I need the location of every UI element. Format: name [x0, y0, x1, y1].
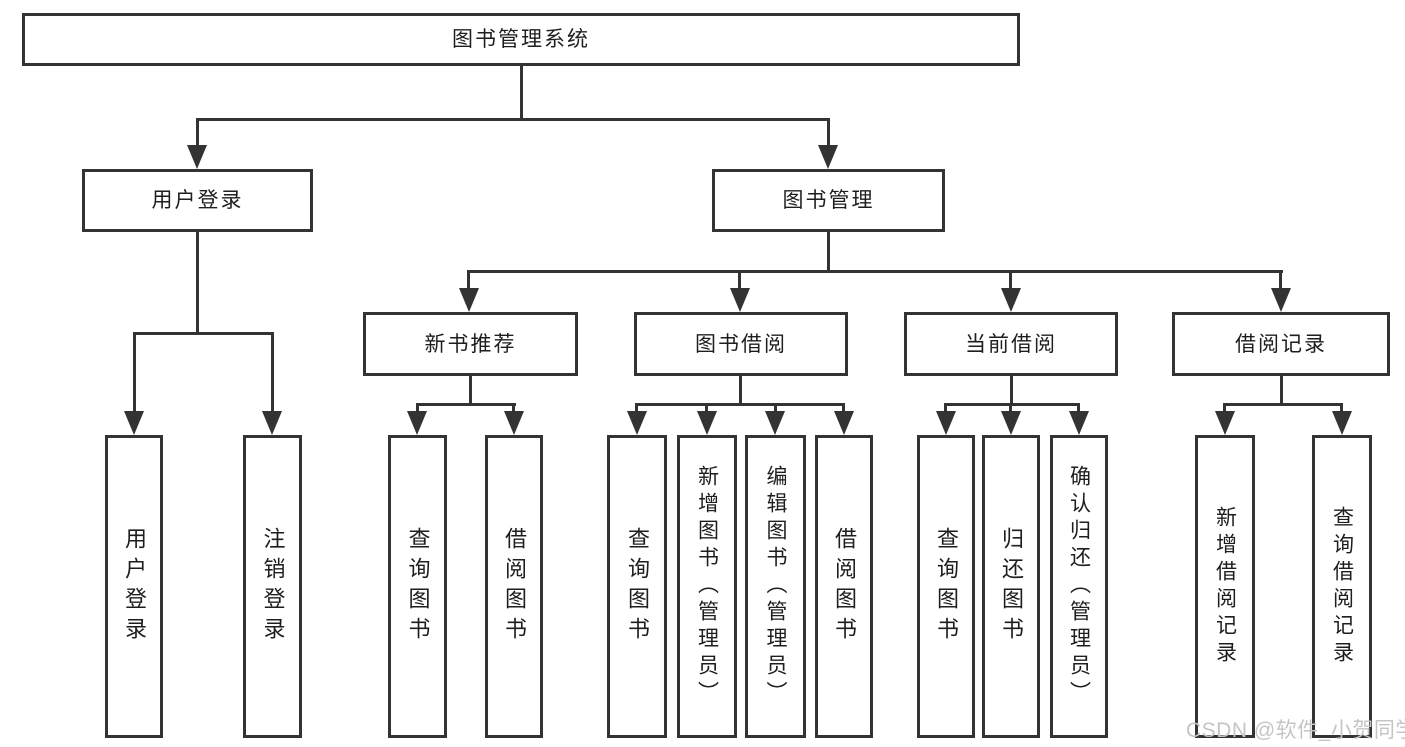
leaf-current-return: 归还图书 [982, 435, 1040, 738]
node-new-book: 新书推荐 [363, 312, 578, 376]
connector-stem-cb-confirm [1077, 403, 1080, 413]
arrowhead-cb-confirm [1069, 411, 1089, 435]
connector-book-borrow-rail [635, 403, 845, 406]
arrowhead-new-book [459, 288, 479, 312]
node-borrow-record: 借阅记录 [1172, 312, 1390, 376]
connector-new-book-stub [469, 374, 472, 405]
connector-stem-bb-add [705, 403, 708, 413]
leaf-current-query-label: 查询图书 [934, 526, 959, 647]
connector-stem-user-login [196, 118, 199, 147]
connector-stem-br-query [1340, 403, 1343, 413]
connector-book-mgmt-stub [827, 230, 830, 272]
arrowhead-book-borrow [730, 288, 750, 312]
leaf-current-confirm-label: 确认归还（管理员） [1067, 465, 1091, 708]
leaf-user-login-label: 用户登录 [122, 526, 147, 647]
node-book-mgmt: 图书管理 [712, 169, 945, 232]
leaf-current-confirm: 确认归还（管理员） [1050, 435, 1108, 738]
leaf-current-return-label: 归还图书 [999, 526, 1024, 647]
arrowhead-newbook-borrow [504, 411, 524, 435]
connector-borrow-record-stub [1280, 374, 1283, 405]
leaf-borrow-query-label: 查询图书 [625, 526, 650, 647]
connector-current-borrow-stub [1010, 374, 1013, 405]
connector-stem-leaf-logout [271, 332, 274, 413]
connector-stem-cb-return [1009, 403, 1012, 413]
arrowhead-bb-add [697, 411, 717, 435]
connector-user-login-stub [196, 230, 199, 334]
connector-stem-new-book [467, 270, 470, 290]
leaf-user-login: 用户登录 [105, 435, 163, 738]
leaf-record-add: 新增借阅记录 [1195, 435, 1255, 738]
leaf-newbook-query: 查询图书 [388, 435, 447, 738]
leaf-newbook-borrow: 借阅图书 [485, 435, 543, 738]
arrowhead-bb-borrow [834, 411, 854, 435]
leaf-borrow-edit: 编辑图书（管理员） [745, 435, 806, 738]
connector-level3-rail [467, 270, 1283, 273]
connector-stem-borrow-record [1279, 270, 1282, 290]
connector-level2-rail [196, 118, 830, 121]
arrowhead-bb-query [627, 411, 647, 435]
arrowhead-bb-edit [765, 411, 785, 435]
node-book-borrow: 图书借阅 [634, 312, 848, 376]
arrowhead-br-query [1332, 411, 1352, 435]
connector-stem-book-borrow [738, 270, 741, 290]
csdn-watermark: CSDN @软件_小贺同学 [1186, 719, 1405, 742]
node-user-login-label: 用户登录 [151, 189, 244, 212]
node-borrow-record-label: 借阅记录 [1235, 332, 1327, 356]
connector-borrow-record-rail [1223, 403, 1343, 406]
leaf-borrow-query: 查询图书 [607, 435, 667, 738]
connector-stem-newbook-query [416, 403, 419, 413]
arrowhead-borrow-record [1271, 288, 1291, 312]
node-user-login: 用户登录 [82, 169, 313, 232]
connector-root-stub [520, 64, 523, 121]
arrowhead-current-borrow [1001, 288, 1021, 312]
leaf-record-query-label: 查询借阅记录 [1330, 505, 1354, 668]
node-new-book-label: 新书推荐 [424, 332, 517, 356]
connector-stem-bb-edit [774, 403, 777, 413]
node-book-borrow-label: 图书借阅 [695, 332, 787, 356]
connector-stem-leaf-user-login [133, 332, 136, 413]
leaf-newbook-query-label: 查询图书 [405, 526, 431, 647]
connector-stem-br-add [1223, 403, 1226, 413]
connector-stem-current-borrow [1009, 270, 1012, 290]
arrowhead-book-mgmt [818, 145, 838, 169]
connector-user-login-rail [133, 332, 274, 335]
node-root: 图书管理系统 [22, 13, 1020, 66]
connector-stem-bb-borrow [842, 403, 845, 413]
node-book-mgmt-label: 图书管理 [782, 189, 875, 212]
arrowhead-leaf-user-login [124, 411, 144, 435]
connector-stem-newbook-borrow [512, 403, 515, 413]
arrowhead-leaf-logout [262, 411, 282, 435]
leaf-borrow-borrow-label: 借阅图书 [832, 526, 857, 647]
node-root-label: 图书管理系统 [452, 28, 590, 51]
arrowhead-cb-return [1001, 411, 1021, 435]
leaf-borrow-add: 新增图书（管理员） [677, 435, 737, 738]
connector-new-book-rail [416, 403, 516, 406]
connector-stem-bb-query [635, 403, 638, 413]
arrowhead-cb-query [936, 411, 956, 435]
node-current-borrow: 当前借阅 [904, 312, 1118, 376]
arrowhead-user-login [187, 145, 207, 169]
leaf-borrow-add-label: 新增图书（管理员） [695, 465, 719, 708]
leaf-logout-label: 注销登录 [260, 526, 286, 647]
connector-stem-book-mgmt [827, 118, 830, 147]
connector-book-borrow-stub [739, 374, 742, 405]
leaf-borrow-edit-label: 编辑图书（管理员） [764, 465, 787, 708]
leaf-current-query: 查询图书 [917, 435, 975, 738]
arrowhead-br-add [1215, 411, 1235, 435]
arrowhead-newbook-query [407, 411, 427, 435]
connector-stem-cb-query [944, 403, 947, 413]
leaf-logout: 注销登录 [243, 435, 302, 738]
leaf-newbook-borrow-label: 借阅图书 [502, 526, 527, 647]
leaf-record-add-label: 新增借阅记录 [1213, 505, 1237, 668]
connector-current-borrow-rail [944, 403, 1080, 406]
leaf-record-query: 查询借阅记录 [1312, 435, 1372, 738]
leaf-borrow-borrow: 借阅图书 [815, 435, 873, 738]
node-current-borrow-label: 当前借阅 [965, 332, 1057, 356]
